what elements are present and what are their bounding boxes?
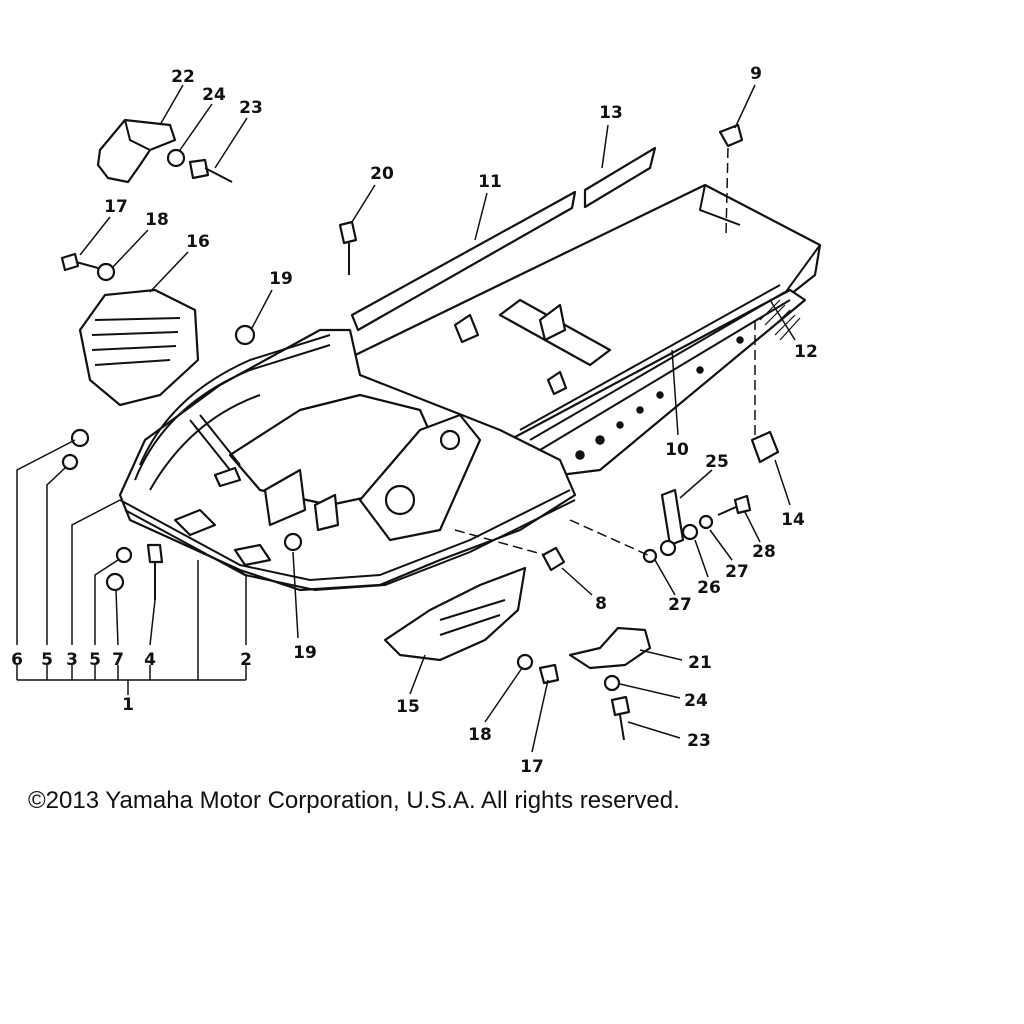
part-13-decal [583,146,657,209]
callout-19b: 19 [293,643,317,663]
part-11-decal [350,190,577,332]
callout-3: 3 [66,650,78,670]
part-26-bushing [681,523,699,541]
callout-27b: 27 [668,595,692,615]
part-27-washer [642,514,714,564]
part-19-grommet-bottom [283,532,303,552]
callout-19: 19 [269,269,293,289]
callout-1: 1 [122,695,134,715]
part-24-nut-bottom [603,674,621,692]
part-15-guard [383,566,527,662]
part-17-bolt-bottom [538,663,560,685]
callout-28: 28 [752,542,776,562]
callout-12: 12 [794,342,818,362]
chassis-frame [118,183,822,592]
part-18-washer-bottom [516,653,534,671]
part-24-nut [166,148,186,168]
copyright-notice: ©2013 Yamaha Motor Corporation, U.S.A. A… [28,787,680,814]
part-22-bracket [96,118,177,184]
callout-23: 23 [239,98,263,118]
callout-4: 4 [144,650,156,670]
part-17-bolt [60,252,99,272]
callout-2: 2 [240,650,252,670]
callout-16: 16 [186,232,210,252]
callout-17b: 17 [520,757,544,777]
callout-18: 18 [145,210,169,230]
callout-27a: 27 [725,562,749,582]
callout-5b: 5 [89,650,101,670]
callout-13: 13 [599,103,623,123]
part-18-washer [96,262,116,282]
part-9-cap [718,123,744,236]
callout-7: 7 [112,650,124,670]
callout-24b: 24 [684,691,708,711]
callout-15: 15 [396,697,420,717]
part-16-guard [78,288,200,407]
part-14-plate [750,320,780,464]
part-28-bolt [569,494,752,557]
part-23-screw-bottom [610,695,631,741]
callout-21: 21 [688,653,712,673]
callout-6: 6 [11,650,23,670]
callout-11: 11 [478,172,502,192]
part-8-bushing [454,529,566,572]
callout-8: 8 [595,594,607,614]
callout-labels: 22 24 23 17 18 16 19 20 11 13 9 12 10 14… [11,64,818,777]
part-20-bolt [338,220,358,275]
callout-23b: 23 [687,731,711,751]
leader-lines [16,84,796,753]
callout-10: 10 [665,440,689,460]
callout-24: 24 [202,85,226,105]
part-23-screw [188,158,233,183]
callout-14: 14 [781,510,805,530]
callout-22: 22 [171,67,195,87]
callout-5a: 5 [41,650,53,670]
callout-20: 20 [370,164,394,184]
callout-18b: 18 [468,725,492,745]
callout-17: 17 [104,197,128,217]
part-25-link [659,488,685,557]
part-21-bracket [568,626,652,670]
callout-26: 26 [697,578,721,598]
callout-25: 25 [705,452,729,472]
callout-9: 9 [750,64,762,84]
parts-5-6-7-small [61,428,164,600]
part-19-grommet-top [234,324,256,346]
